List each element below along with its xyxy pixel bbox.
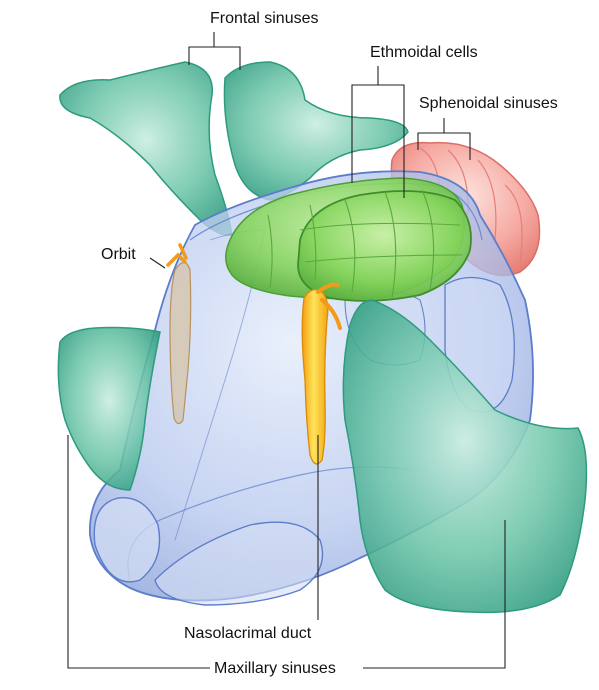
orbit-shape bbox=[166, 243, 192, 425]
sphenoidal-leader-line bbox=[417, 118, 471, 160]
leader-lines bbox=[67, 32, 506, 669]
frontal-leader-line bbox=[188, 32, 241, 70]
frontal-sinuses-label: Frontal sinuses bbox=[207, 11, 322, 27]
orbit-leader-line bbox=[149, 257, 166, 269]
nasolacrimal-duct-shape bbox=[301, 282, 342, 465]
frontal-sinus-shape bbox=[59, 61, 409, 237]
maxillary-sinus-right-shape bbox=[342, 299, 588, 614]
ethmoidal-cells-shape bbox=[225, 177, 472, 302]
ethmoidal-cells-label: Ethmoidal cells bbox=[367, 45, 481, 61]
ethmoidal-leader-line bbox=[351, 66, 405, 198]
maxillary-leader-line bbox=[67, 435, 506, 669]
sphenoidal-sinuses-label: Sphenoidal sinuses bbox=[416, 96, 561, 112]
nasolacrimal-duct-label: Nasolacrimal duct bbox=[181, 626, 315, 642]
maxillary-sinus-left-shape bbox=[57, 326, 161, 491]
maxillary-sinuses-label: Maxillary sinuses bbox=[211, 661, 339, 677]
orbit-label: Orbit bbox=[98, 247, 139, 263]
